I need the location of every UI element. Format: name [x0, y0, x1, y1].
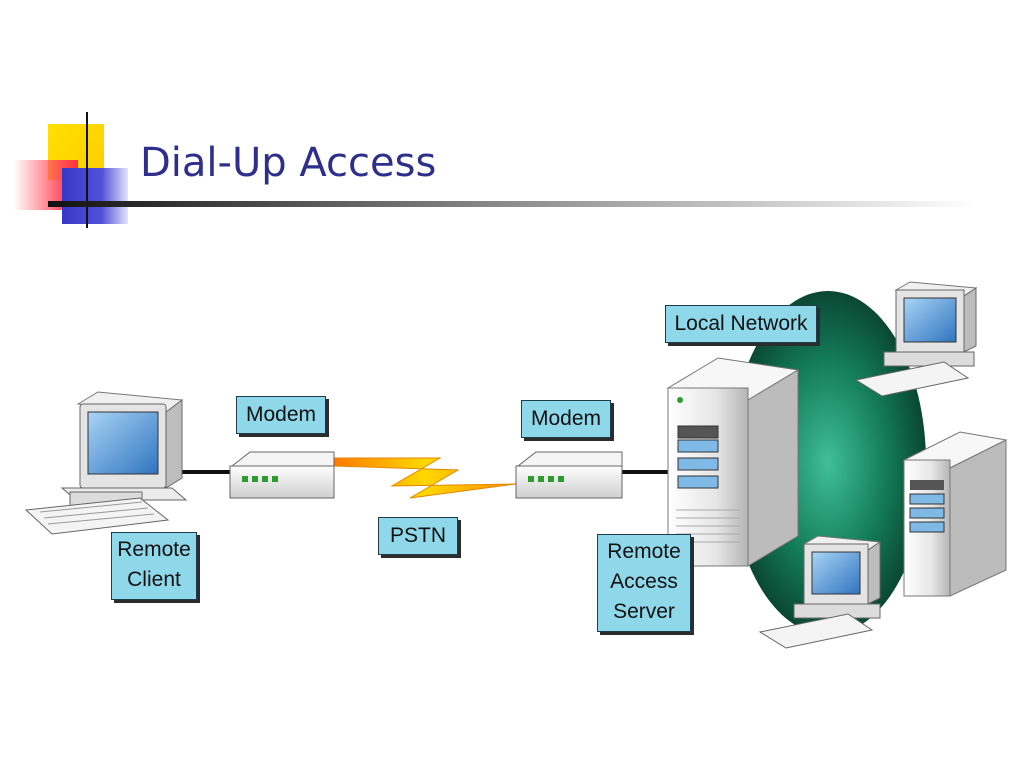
vertical-line — [86, 112, 88, 228]
modem-right-icon — [515, 451, 623, 499]
label-remote-client: Remote Client — [111, 532, 197, 600]
pstn-lightning-icon — [333, 457, 517, 499]
network-server-icon — [902, 431, 1008, 597]
title-underline — [48, 201, 978, 207]
label-modem-right: Modem — [521, 400, 611, 438]
blue-square — [62, 168, 128, 224]
label-remote-access-server: Remote Access Server — [597, 534, 691, 632]
slide-title: Dial-Up Access — [140, 140, 437, 186]
remote-client-computer-icon — [24, 391, 188, 535]
label-pstn: PSTN — [378, 517, 458, 555]
network-workstation-top-icon — [854, 281, 978, 397]
network-workstation-bottom-icon — [758, 535, 882, 649]
modem-left-icon — [229, 451, 335, 499]
label-local-network: Local Network — [665, 305, 817, 343]
label-modem-left: Modem — [236, 396, 326, 434]
